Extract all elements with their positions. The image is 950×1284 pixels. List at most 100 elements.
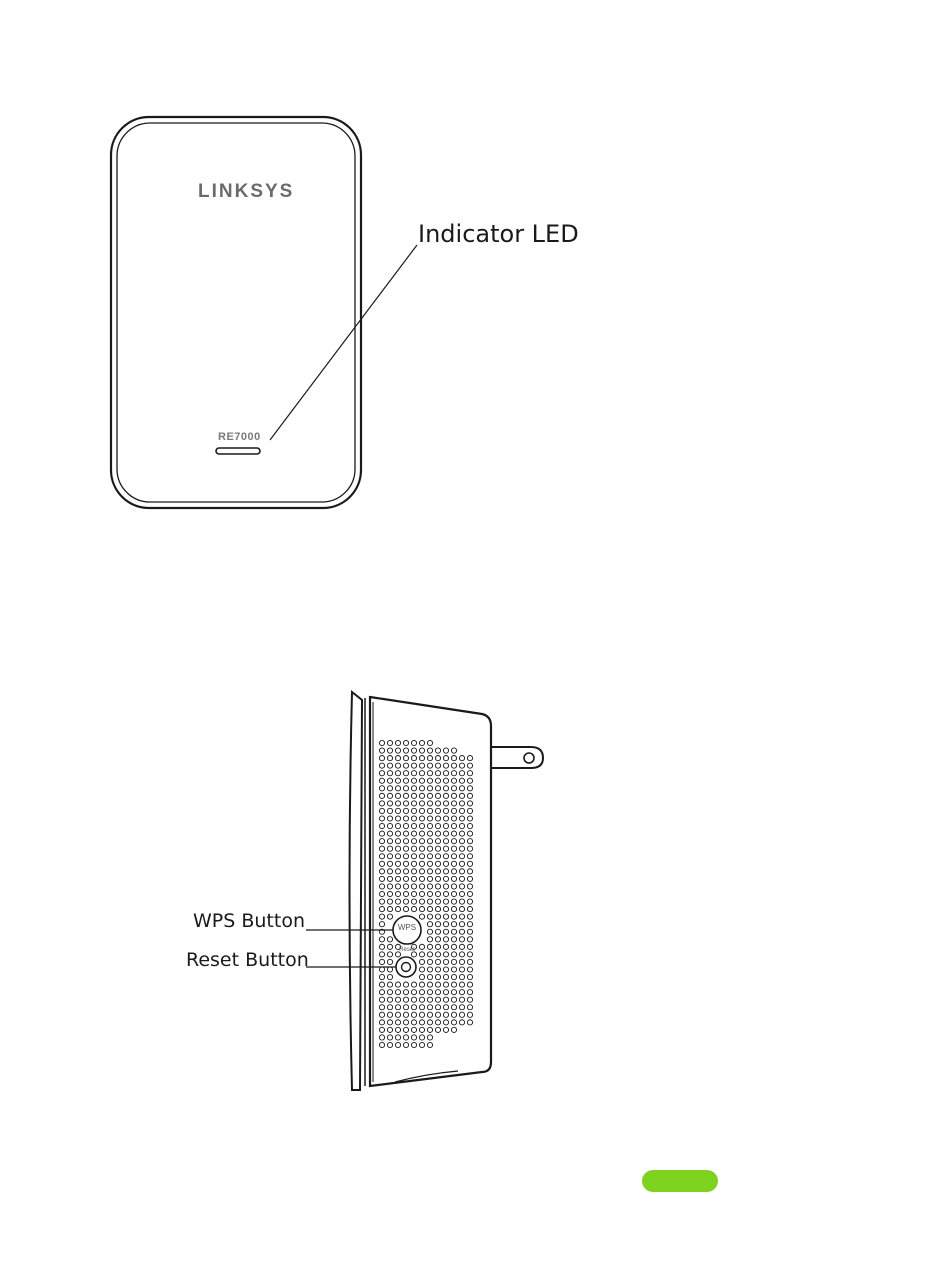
vent-hole [419, 891, 424, 896]
vent-hole [467, 959, 472, 964]
vent-hole [435, 1027, 440, 1032]
vent-hole [387, 786, 392, 791]
vent-hole [403, 861, 408, 866]
vent-hole [419, 1042, 424, 1047]
vent-hole [395, 816, 400, 821]
reset-button[interactable] [396, 957, 416, 977]
vent-hole [459, 982, 464, 987]
vent-hole [467, 808, 472, 813]
vent-hole [459, 967, 464, 972]
vent-hole [379, 756, 384, 761]
vent-hole [467, 801, 472, 806]
vent-hole [467, 816, 472, 821]
vent-hole [459, 997, 464, 1002]
vent-hole [435, 854, 440, 859]
vent-hole [379, 771, 384, 776]
vent-hole [387, 907, 392, 912]
vent-hole [451, 884, 456, 889]
ventilation-grid [379, 740, 472, 1047]
vent-hole [379, 997, 384, 1002]
vent-hole [395, 740, 400, 745]
vent-hole [443, 756, 448, 761]
vent-hole [435, 982, 440, 987]
vent-hole [467, 997, 472, 1002]
vent-hole [459, 937, 464, 942]
vent-hole [443, 907, 448, 912]
vent-hole [435, 891, 440, 896]
vent-hole [411, 756, 416, 761]
vent-hole [419, 899, 424, 904]
vent-hole [467, 952, 472, 957]
vent-hole [419, 1020, 424, 1025]
vent-hole [435, 884, 440, 889]
vent-hole [443, 876, 448, 881]
vent-hole [387, 801, 392, 806]
vent-hole [467, 974, 472, 979]
vent-hole [467, 861, 472, 866]
vent-hole [451, 944, 456, 949]
vent-hole [467, 929, 472, 934]
vent-hole [451, 778, 456, 783]
vent-hole [443, 982, 448, 987]
vent-hole [451, 876, 456, 881]
vent-hole [467, 771, 472, 776]
vent-hole [427, 959, 432, 964]
vent-hole [395, 1042, 400, 1047]
vent-hole [395, 990, 400, 995]
vent-hole [427, 748, 432, 753]
vent-hole [411, 846, 416, 851]
vent-hole [411, 763, 416, 768]
vent-hole [387, 740, 392, 745]
vent-hole [435, 929, 440, 934]
vent-hole [379, 763, 384, 768]
vent-hole [379, 907, 384, 912]
vent-hole [467, 982, 472, 987]
vent-hole [387, 839, 392, 844]
vent-hole [419, 823, 424, 828]
vent-hole [467, 756, 472, 761]
vent-hole [419, 816, 424, 821]
vent-hole [419, 1005, 424, 1010]
vent-hole [427, 1035, 432, 1040]
vent-hole [419, 876, 424, 881]
vent-hole [379, 740, 384, 745]
vent-hole [435, 839, 440, 844]
vent-hole [419, 740, 424, 745]
vent-hole [427, 771, 432, 776]
vent-hole [403, 876, 408, 881]
vent-hole [395, 899, 400, 904]
vent-hole [395, 771, 400, 776]
vent-hole [395, 982, 400, 987]
vent-hole [443, 914, 448, 919]
vent-hole [451, 839, 456, 844]
vent-hole [411, 982, 416, 987]
vent-hole [427, 884, 432, 889]
vent-hole [451, 990, 456, 995]
vent-hole [387, 997, 392, 1002]
vent-hole [459, 854, 464, 859]
vent-hole [435, 997, 440, 1002]
vent-hole [435, 846, 440, 851]
vent-hole [379, 801, 384, 806]
vent-hole [395, 884, 400, 889]
vent-hole [451, 959, 456, 964]
vent-hole [443, 922, 448, 927]
vent-hole [451, 786, 456, 791]
vent-hole [387, 1027, 392, 1032]
vent-hole [467, 937, 472, 942]
vent-hole [467, 839, 472, 844]
vent-hole [379, 854, 384, 859]
vent-hole [435, 861, 440, 866]
vent-hole [379, 1012, 384, 1017]
vent-hole [435, 990, 440, 995]
vent-hole [427, 922, 432, 927]
vent-hole [419, 952, 424, 957]
vent-hole [443, 944, 448, 949]
vent-hole [427, 846, 432, 851]
vent-hole [403, 793, 408, 798]
vent-hole [427, 876, 432, 881]
vent-hole [443, 1020, 448, 1025]
vent-hole [435, 937, 440, 942]
vent-hole [443, 778, 448, 783]
vent-hole [411, 1012, 416, 1017]
